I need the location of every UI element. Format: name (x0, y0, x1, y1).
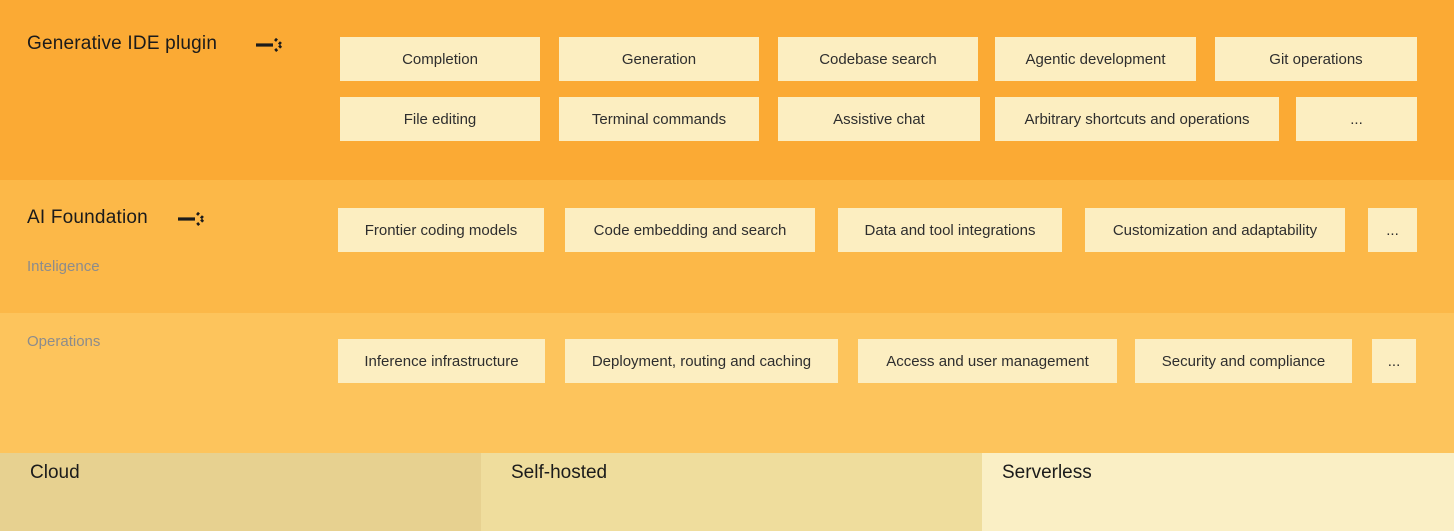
operations-box-inference-infrastructure: Inference infrastructure (338, 339, 545, 383)
layer-operations-sublabel: Operations (27, 333, 101, 350)
capability-box-ellipsis: ... (1296, 97, 1417, 141)
capability-box-file-editing: File editing (340, 97, 540, 141)
layer-ide-plugin: Generative IDE plugin (0, 0, 1454, 180)
foundation-box-ellipsis: ... (1368, 208, 1417, 252)
deployment-label-cloud: Cloud (30, 462, 80, 483)
dashed-arrow-icon (178, 209, 208, 234)
capability-box-agentic-development: Agentic development (995, 37, 1196, 81)
deployment-section-serverless: Serverless (982, 453, 1454, 531)
capability-box-codebase-search: Codebase search (778, 37, 978, 81)
operations-box-access-user-management: Access and user management (858, 339, 1117, 383)
layer-ide-title: Generative IDE plugin (27, 33, 218, 54)
deployment-section-self-hosted: Self-hosted (481, 453, 982, 531)
layer-foundation-title: AI Foundation (27, 207, 148, 228)
layer-foundation-sublabel: Inteligence (27, 258, 100, 275)
capability-box-git-operations: Git operations (1215, 37, 1417, 81)
capability-box-assistive-chat: Assistive chat (778, 97, 980, 141)
deployment-section-cloud: Cloud (0, 453, 481, 531)
operations-box-security-compliance: Security and compliance (1135, 339, 1352, 383)
capability-box-completion: Completion (340, 37, 540, 81)
operations-box-deployment-routing-caching: Deployment, routing and caching (565, 339, 838, 383)
foundation-box-data-tool-integrations: Data and tool integrations (838, 208, 1062, 252)
layer-operations: Operations (0, 313, 1454, 453)
operations-box-ellipsis: ... (1372, 339, 1416, 383)
foundation-box-code-embedding: Code embedding and search (565, 208, 815, 252)
foundation-box-frontier-models: Frontier coding models (338, 208, 544, 252)
foundation-box-customization: Customization and adaptability (1085, 208, 1345, 252)
capability-box-generation: Generation (559, 37, 759, 81)
deployment-label-serverless: Serverless (1002, 462, 1092, 483)
dashed-arrow-icon (256, 35, 286, 60)
capability-box-arbitrary-shortcuts: Arbitrary shortcuts and operations (995, 97, 1279, 141)
deployment-label-self-hosted: Self-hosted (511, 462, 608, 483)
capability-box-terminal-commands: Terminal commands (559, 97, 759, 141)
